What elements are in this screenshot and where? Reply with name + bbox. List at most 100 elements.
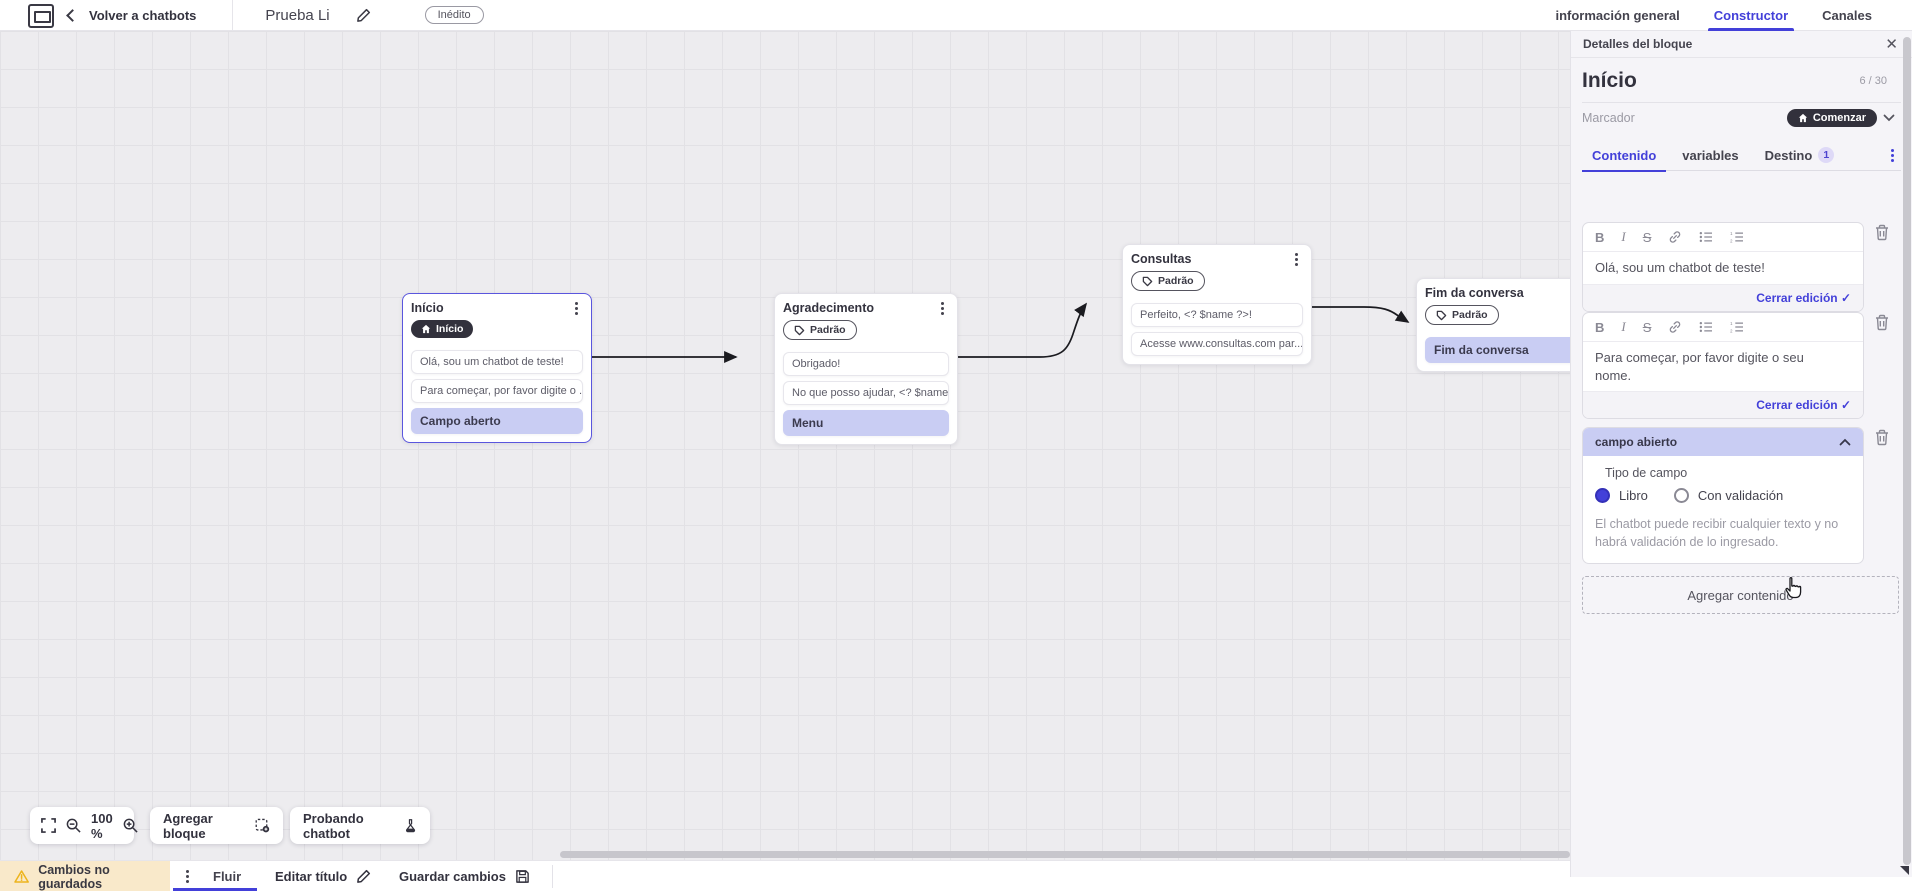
node-message-item[interactable]: Perfeito, <? $name ?>!	[1131, 303, 1303, 327]
bold-icon[interactable]: B	[1595, 319, 1605, 335]
node-message-item[interactable]: Acesse www.consultas.com par...	[1131, 332, 1303, 356]
kebab-menu-icon[interactable]	[935, 301, 949, 315]
node-title: Consultas	[1131, 252, 1192, 266]
unsaved-label: Cambios no guardados	[38, 862, 110, 891]
edit-title-button[interactable]: Editar título	[275, 861, 371, 891]
topbar-tabs: información general Constructor Canales	[1555, 0, 1912, 31]
numbered-list-icon[interactable]: 12	[1730, 231, 1744, 243]
node-message-item[interactable]: No que posso ajudar, <? $name ...	[783, 381, 949, 405]
tab-destino[interactable]: Destino 1	[1765, 140, 1835, 171]
canvas-horizontal-scrollbar[interactable]	[560, 851, 1570, 858]
char-counter: 6 / 30	[1859, 75, 1887, 87]
default-badge: Padrão	[1425, 305, 1499, 325]
flow-edges	[563, 302, 1410, 363]
italic-icon[interactable]: I	[1621, 229, 1626, 244]
bottombar-divider	[552, 865, 553, 888]
add-block-button[interactable]: Agregar bloque	[150, 807, 283, 844]
link-icon[interactable]	[1668, 320, 1682, 334]
tab-canales[interactable]: Canales	[1822, 8, 1872, 23]
topbar-divider	[232, 0, 234, 30]
tab-informacion-general[interactable]: información general	[1555, 8, 1680, 23]
home-icon	[1798, 113, 1807, 123]
home-icon	[421, 324, 431, 334]
save-changes-button[interactable]: Guardar cambios	[399, 861, 530, 891]
radio-checked-icon[interactable]	[1595, 488, 1610, 503]
test-chatbot-label: Probando chatbot	[303, 810, 364, 841]
marker-value-pill[interactable]: Comenzar	[1786, 109, 1877, 127]
node-title: Agradecimento	[783, 301, 874, 315]
trash-icon[interactable]	[1874, 429, 1890, 446]
radio-libro[interactable]: Libro	[1595, 488, 1648, 503]
block-name-input[interactable]: Início	[1582, 69, 1637, 92]
input-underline	[1582, 102, 1901, 103]
chevron-up-icon[interactable]	[1839, 438, 1851, 446]
fullscreen-icon[interactable]	[41, 818, 56, 833]
zoom-out-icon[interactable]	[66, 818, 81, 833]
node-open-field-item[interactable]: Campo aberto	[411, 408, 583, 434]
kebab-menu-icon[interactable]	[1289, 252, 1303, 266]
flow-node-agradecimento[interactable]: Agradecimento Padrão Obrigado! No que po…	[774, 293, 958, 445]
default-badge: Padrão	[1131, 271, 1205, 291]
chevron-left-icon	[66, 8, 79, 22]
field-helper-text: El chatbot puede recibir cualquier texto…	[1595, 517, 1839, 550]
trash-icon[interactable]	[1874, 314, 1890, 331]
destino-count-badge: 1	[1818, 147, 1835, 163]
corner-resize-arrow	[1900, 866, 1909, 875]
close-edit-button[interactable]: Cerrar edición ✓	[1583, 283, 1863, 311]
node-title: Fim da conversa	[1425, 286, 1524, 300]
svg-text:2: 2	[1731, 238, 1734, 243]
flask-icon	[405, 819, 416, 833]
chatbot-title[interactable]: Prueba Li	[265, 6, 330, 24]
tab-constructor[interactable]: Constructor	[1707, 0, 1795, 31]
radio-con-validacion[interactable]: Con validación	[1673, 488, 1783, 503]
tab-variables[interactable]: variables	[1682, 147, 1739, 163]
active-tab-underline	[173, 888, 257, 891]
bold-icon[interactable]: B	[1595, 229, 1605, 245]
back-to-chatbots-button[interactable]: Volver a chatbots	[66, 8, 196, 23]
svg-text:1: 1	[1731, 231, 1734, 236]
tag-icon	[1436, 310, 1447, 320]
add-content-button[interactable]: Agregar contenido	[1582, 576, 1899, 614]
strikethrough-icon[interactable]: S	[1642, 229, 1652, 245]
node-message-item[interactable]: Olá, sou um chatbot de teste!	[411, 350, 583, 374]
test-chatbot-button[interactable]: Probando chatbot	[290, 807, 430, 844]
node-message-item[interactable]: Para começar, por favor digite o ...	[411, 379, 583, 403]
node-end-item[interactable]: Fim da conversa	[1425, 337, 1570, 363]
tag-icon	[794, 325, 805, 335]
close-edit-button[interactable]: Cerrar edición ✓	[1583, 391, 1863, 419]
zoom-in-icon[interactable]	[123, 818, 138, 833]
close-icon[interactable]: ✕	[1885, 35, 1898, 53]
flow-kebab-menu-icon[interactable]	[180, 869, 194, 883]
panel-kebab-menu-icon[interactable]	[1885, 148, 1899, 162]
kebab-menu-icon[interactable]	[569, 301, 583, 315]
unsaved-changes-banner: Cambios no guardados	[0, 861, 170, 891]
edit-title-icon[interactable]	[356, 8, 371, 23]
editor-text[interactable]: Olá, sou um chatbot de teste!	[1595, 260, 1765, 275]
italic-icon[interactable]: I	[1621, 319, 1626, 334]
radio-unchecked-icon[interactable]	[1673, 488, 1689, 503]
strikethrough-icon[interactable]: S	[1642, 319, 1652, 335]
flow-node-fim[interactable]: Fim da conversa Padrão Fim da conversa	[1416, 278, 1570, 372]
trash-icon[interactable]	[1874, 224, 1890, 241]
numbered-list-icon[interactable]: 12	[1730, 321, 1744, 333]
tab-contenido[interactable]: Contenido	[1581, 140, 1667, 172]
flow-node-inicio[interactable]: Início Início Olá, sou um chatbot de tes…	[402, 293, 592, 443]
editor-text[interactable]: Para começar, por favor digite o seu nom…	[1595, 350, 1804, 383]
flow-canvas[interactable]: Início Início Olá, sou um chatbot de tes…	[0, 31, 1570, 860]
pencil-icon	[357, 869, 371, 883]
tag-icon	[1142, 276, 1153, 286]
open-field-header[interactable]: campo abierto	[1583, 428, 1863, 456]
node-message-item[interactable]: Obrigado!	[783, 352, 949, 376]
block-details-panel: Detalles del bloque ✕ Início 6 / 30 Marc…	[1570, 31, 1912, 877]
flow-node-consultas[interactable]: Consultas Padrão Perfeito, <? $name ?>! …	[1122, 244, 1312, 365]
node-menu-item[interactable]: Menu	[783, 410, 949, 436]
tab-fluir[interactable]: Fluir	[213, 869, 242, 884]
bullet-list-icon[interactable]	[1699, 321, 1713, 333]
bullet-list-icon[interactable]	[1699, 231, 1713, 243]
link-icon[interactable]	[1668, 230, 1682, 244]
chevron-down-icon[interactable]	[1883, 114, 1895, 122]
panel-scrollbar[interactable]	[1903, 37, 1911, 865]
